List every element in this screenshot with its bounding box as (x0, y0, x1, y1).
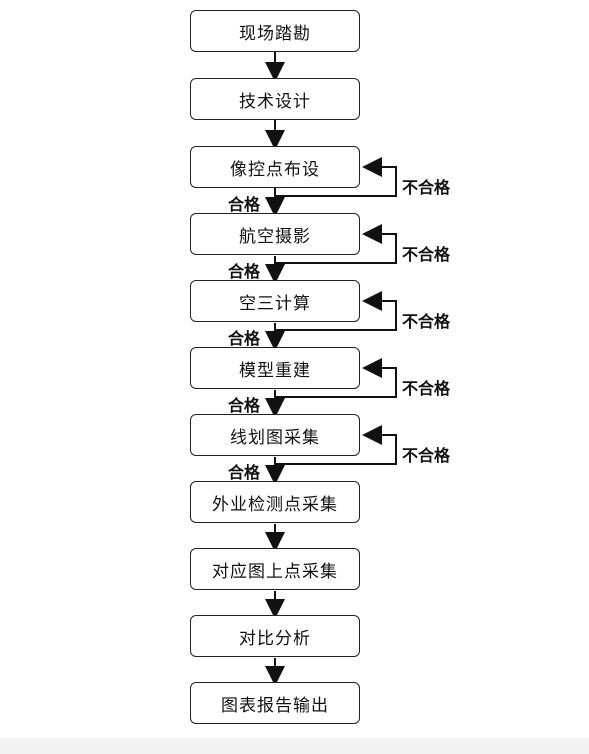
step-control-points: 像控点布设 (190, 146, 360, 188)
step-model-reconstruction: 模型重建 (190, 347, 360, 389)
pass-label-5: 合格 (228, 329, 261, 348)
step-aerial-photography: 航空摄影 (190, 213, 360, 255)
fail-label-5: 不合格 (402, 312, 451, 331)
fail-label-7: 不合格 (402, 446, 451, 465)
pass-label-7: 合格 (228, 463, 261, 482)
pass-label-4: 合格 (228, 262, 261, 281)
bottom-edge-band (0, 738, 589, 754)
loop-arrow-5 (275, 291, 397, 331)
step-field-checkpoints: 外业检测点采集 (190, 481, 360, 523)
step-comparison: 对比分析 (190, 615, 360, 657)
fail-label-4: 不合格 (402, 245, 451, 264)
fail-label-6: 不合格 (402, 379, 451, 398)
step-report-output: 图表报告输出 (190, 682, 360, 724)
loop-arrow-7 (275, 425, 397, 465)
fail-label-3: 不合格 (402, 178, 451, 197)
pass-label-6: 合格 (228, 396, 261, 415)
step-site-survey: 现场踏勘 (190, 10, 360, 52)
step-line-drawing-capture: 线划图采集 (190, 414, 360, 456)
loop-arrow-3 (275, 157, 397, 197)
step-map-points: 对应图上点采集 (190, 548, 360, 590)
loop-arrow-4 (275, 224, 397, 264)
pass-label-3: 合格 (228, 195, 261, 214)
step-aerial-triangulation: 空三计算 (190, 280, 360, 322)
loop-arrow-6 (275, 358, 397, 398)
step-technical-design: 技术设计 (190, 78, 360, 120)
